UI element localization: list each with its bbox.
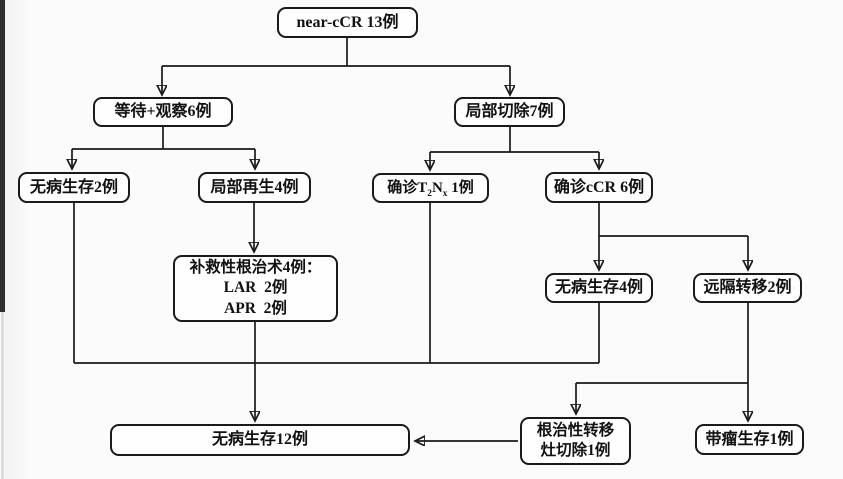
node-distant-mets-label: 远隔转移2例 [703,279,792,296]
t2nx-subscript-2: 2 [427,188,432,199]
node-dfs-2: 无病生存2例 [18,172,130,203]
node-tumor-survival-label: 带瘤生存1例 [705,430,794,448]
node-salvage-line2: LAR 2例 [223,279,288,297]
node-wait-watch: 等待+观察6例 [93,97,233,127]
node-ccr-6: 确诊cCR 6例 [545,172,653,203]
node-dfs-2-label: 无病生存2例 [29,178,118,196]
node-local-regrowth: 局部再生4例 [198,172,311,203]
node-ccr-6-label: 确诊cCR 6例 [553,178,645,196]
node-radical-mets-line2: 灶切除1例 [540,442,611,459]
t2nx-subscript-x: x [442,188,448,199]
node-near-ccr: near-cCR 13例 [277,7,418,38]
edge-localexcision-stem [430,127,599,153]
node-dfs-12: 无病生存12例 [110,424,410,456]
node-salvage-line3: APR 2例 [224,299,287,317]
node-salvage-surgery: 补救性根治术4例： LAR 2例 APR 2例 [173,255,338,322]
node-wait-watch-label: 等待+观察6例 [114,103,212,120]
node-dfs-4: 无病生存4例 [545,273,653,303]
scan-edge-artifact-light [1,312,4,479]
scan-edge-artifact-dark [0,0,5,312]
t2nx-suffix: 1例 [447,179,474,196]
edge-distantmets-stem [576,303,749,384]
edge-nearccr-stem [162,38,510,67]
node-dfs-12-label: 无病生存12例 [211,431,308,448]
node-local-excision: 局部切除7例 [454,97,565,127]
node-near-ccr-label: near-cCR 13例 [296,13,399,31]
node-local-regrowth-label: 局部再生4例 [210,178,299,196]
scan-edge-shadow [5,0,31,479]
node-salvage-line1: 补救性根治术4例： [189,258,322,276]
t2nx-mid: N [431,179,443,196]
node-t2nx: 确诊T2Nx 1例 [372,173,489,203]
node-t2nx-label: 确诊T2Nx 1例 [387,179,474,199]
node-distant-mets: 远隔转移2例 [693,273,802,303]
node-radical-mets-line1: 根治性转移 [536,421,615,439]
edge-waitwatch-stem [72,127,255,150]
node-dfs-4-label: 无病生存4例 [554,279,643,296]
edge-ccr6-stem [598,203,748,237]
node-radical-mets-resection: 根治性转移 灶切除1例 [520,417,631,465]
t2nx-prefix: 确诊T [387,179,428,196]
node-tumor-survival: 带瘤生存1例 [695,424,804,455]
node-local-excision-label: 局部切除7例 [465,103,554,120]
